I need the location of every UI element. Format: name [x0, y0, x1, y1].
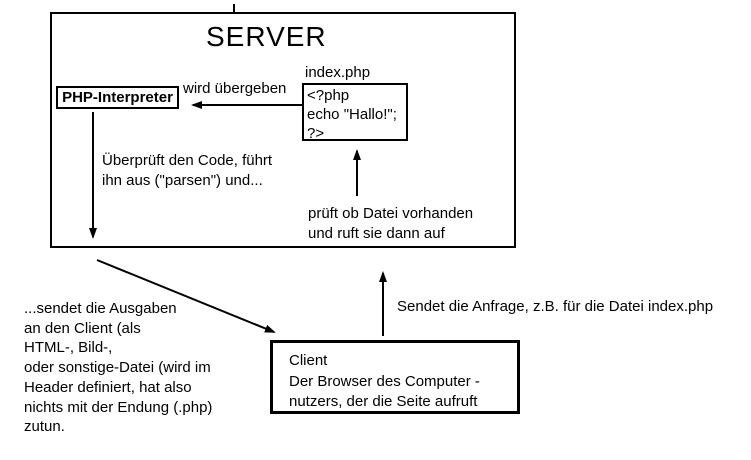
label-sendet-ausgaben: ...sendet die Ausgaben an den Client (al…: [24, 299, 212, 437]
label-line: HTML-, Bild-,: [24, 339, 113, 357]
client-line: nutzers, der die Seite aufruft: [289, 393, 478, 410]
client-box: Client Der Browser des Computer - nutzer…: [270, 340, 520, 414]
stray-tick-mark: [233, 4, 235, 13]
arrow-server-to-client-icon: [96, 259, 276, 333]
label-line: oder sonstige-Datei (wird im: [24, 359, 211, 377]
client-line: Client: [289, 352, 328, 369]
label-prueft-datei: prüft ob Datei vorhanden und ruft sie da…: [308, 204, 473, 244]
label-wird-uebergeben: wird übergeben: [183, 80, 287, 97]
label-line: und ruft sie dann auf: [308, 225, 445, 242]
server-box: [50, 12, 516, 248]
label-line: an den Client (als: [24, 319, 141, 337]
php-interpreter-box: PHP-Interpreter: [56, 86, 179, 109]
server-title: SERVER: [206, 21, 327, 52]
label-line: nichts mit der Endung (.php): [24, 398, 213, 416]
label-ueberprueft-code: Überprüft den Code, führt ihn aus ("pars…: [102, 151, 272, 190]
label-line: ...sendet die Ausgaben: [24, 300, 177, 317]
code-line: ?>: [307, 125, 325, 142]
php-interpreter-label: PHP-Interpreter: [62, 89, 173, 106]
client-line: Der Browser des Computer -: [289, 372, 480, 390]
label-line: ihn aus ("parsen") und...: [102, 171, 263, 189]
code-line: echo "Hallo!";: [307, 106, 397, 123]
label-line: Header definiert, hat also: [24, 378, 192, 396]
label-line: prüft ob Datei vorhanden: [308, 205, 474, 222]
label-sendet-anfrage: Sendet die Anfrage, z.B. für die Datei i…: [397, 298, 714, 315]
label-line: Überprüft den Code, führt: [102, 152, 273, 169]
label-line: zutun.: [24, 418, 65, 436]
code-line: <?php: [307, 87, 350, 104]
php-code-box: <?php echo "Hallo!"; ?>: [302, 83, 408, 142]
index-php-filename-label: index.php: [305, 64, 371, 81]
